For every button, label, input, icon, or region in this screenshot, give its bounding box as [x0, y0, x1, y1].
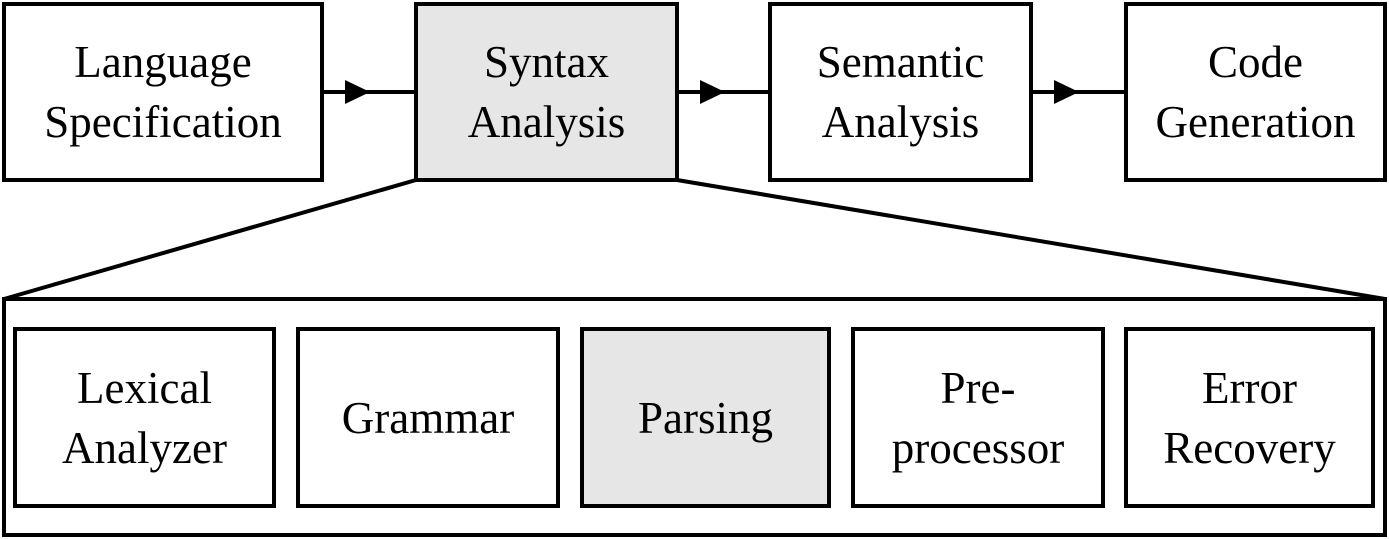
component-parsing: Parsing — [580, 327, 831, 508]
component-label-line: Error — [1202, 362, 1297, 413]
stage-label-line: Analysis — [821, 97, 980, 147]
component-preprocessor: Pre- processor — [851, 327, 1105, 508]
stage-language-specification: Language Specification — [2, 2, 324, 182]
arrow-head-1 — [345, 80, 370, 104]
component-error-recovery: Error Recovery — [1124, 327, 1375, 508]
component-grammar: Grammar — [296, 327, 560, 508]
component-label-line: Grammar — [341, 392, 515, 443]
stage-label-line: Code — [1208, 37, 1303, 87]
component-label-line: Pre- — [940, 362, 1016, 413]
stage-label-line: Generation — [1155, 97, 1356, 147]
stage-label-line: Semantic — [816, 37, 985, 87]
stage-syntax-analysis: Syntax Analysis — [414, 2, 679, 182]
stage-label-line: Language — [74, 37, 252, 87]
syntax-analysis-detail-panel — [2, 297, 1387, 537]
stage-semantic-analysis: Semantic Analysis — [768, 2, 1033, 182]
stage-code-generation: Code Generation — [1124, 2, 1387, 182]
zoom-line-left — [3, 178, 417, 301]
zoom-line-right — [676, 178, 1386, 301]
stage-label-line: Analysis — [467, 97, 626, 147]
component-label-line: Recovery — [1163, 422, 1336, 473]
component-label-line: Parsing — [638, 392, 773, 443]
arrow-head-2 — [700, 80, 725, 104]
stage-label-line: Syntax — [483, 37, 609, 87]
stage-label-line: Specification — [44, 97, 282, 147]
arrow-head-3 — [1054, 80, 1079, 104]
component-label-line: Lexical — [77, 362, 212, 413]
component-lexical-analyzer: Lexical Analyzer — [13, 327, 276, 508]
component-label-line: Analyzer — [62, 422, 227, 473]
component-label-line: processor — [891, 422, 1065, 473]
